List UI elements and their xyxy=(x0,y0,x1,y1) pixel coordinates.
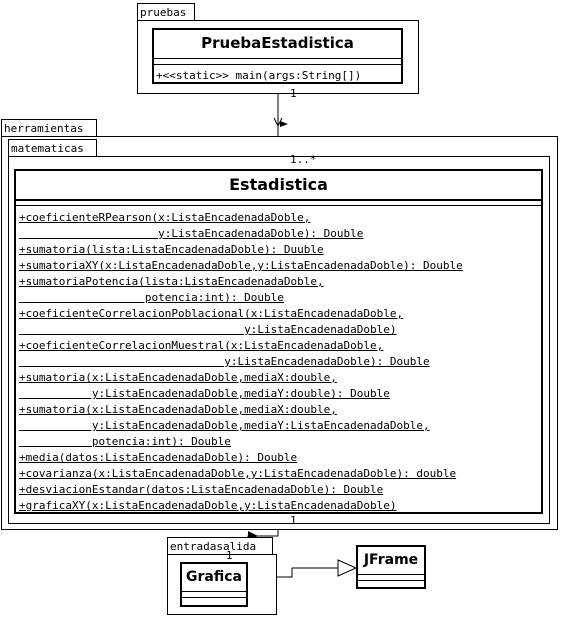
operation-line: y:ListaEncadenadaDoble,mediaY:ListaEncad… xyxy=(19,419,430,432)
operation-line: +covarianza(x:ListaEncadenadaDoble,y:Lis… xyxy=(19,467,457,480)
operation-line: +sumatoria(x:ListaEncadenadaDoble,mediaX… xyxy=(19,403,337,416)
class-jframe: JFrame xyxy=(356,545,426,589)
class-name-prueba-estadistica: PruebaEstadistica xyxy=(201,34,354,52)
operation-line: +graficaXY(x:ListaEncadenadaDoble,y:List… xyxy=(19,499,397,512)
association-arrowhead xyxy=(273,117,283,128)
operations-list-estadistica: +coeficienteRPearson(x:ListaEncadenadaDo… xyxy=(19,210,463,514)
package-tab-herramientas: herramientas xyxy=(1,119,97,137)
operation-line: +coeficienteRPearson(x:ListaEncadenadaDo… xyxy=(19,211,311,224)
operation-line: potencia:int): Double xyxy=(19,435,231,448)
operation-line: +sumatoriaPotencia(lista:ListaEncadenada… xyxy=(19,275,324,288)
operation-line: +desviacionEstandar(datos:ListaEncadenad… xyxy=(19,483,384,496)
class-name-jframe: JFrame xyxy=(363,552,419,568)
association-arrow-tip xyxy=(280,121,288,127)
generalization-triangle xyxy=(337,559,358,577)
operation-line: y:ListaEncadenadaDoble): Double xyxy=(19,227,364,240)
operation-line: y:ListaEncadenadaDoble): Double xyxy=(19,355,430,368)
multiplicity-grafica-top: 1 xyxy=(226,549,233,562)
multiplicity-estadistica-top: 1..* xyxy=(290,153,317,166)
operation-line: +sumatoriaXY(x:ListaEncadenadaDoble,y:Li… xyxy=(19,259,463,272)
operation-line: +sumatoria(x:ListaEncadenadaDoble,mediaX… xyxy=(19,371,337,384)
operation-line: y:ListaEncadenadaDoble,mediaY:double): D… xyxy=(19,387,390,400)
class-grafica: Grafica xyxy=(180,562,248,607)
class-name-estadistica: Estadistica xyxy=(229,175,328,194)
class-name-grafica: Grafica xyxy=(186,569,242,585)
operation-line: +sumatoria(lista:ListaEncadenadaDoble): … xyxy=(19,243,324,256)
package-tab-entradasalida: entradasalida xyxy=(167,537,273,555)
package-tab-matematicas: matematicas xyxy=(8,139,97,157)
class-prueba-estadistica: PruebaEstadistica +<<static>> main(args:… xyxy=(152,28,403,84)
operation-line: y:ListaEncadenadaDoble) xyxy=(19,323,397,336)
operation-line: +media(datos:ListaEncadenadaDoble): Doub… xyxy=(19,451,298,464)
operation-main: +<<static>> main(args:String[]) xyxy=(156,69,362,82)
operation-line: +coeficienteCorrelacionMuestral(x:ListaE… xyxy=(19,339,384,352)
operation-line: +coeficienteCorrelacionPoblacional(x:Lis… xyxy=(19,307,404,320)
operation-line: potencia:int): Double xyxy=(19,291,284,304)
class-estadistica: Estadistica +coeficienteRPearson(x:Lista… xyxy=(14,169,543,514)
package-tab-pruebas: pruebas xyxy=(137,3,195,21)
multiplicity-prueba: 1 xyxy=(290,87,297,100)
multiplicity-estadistica-bottom: 1 xyxy=(290,514,297,527)
